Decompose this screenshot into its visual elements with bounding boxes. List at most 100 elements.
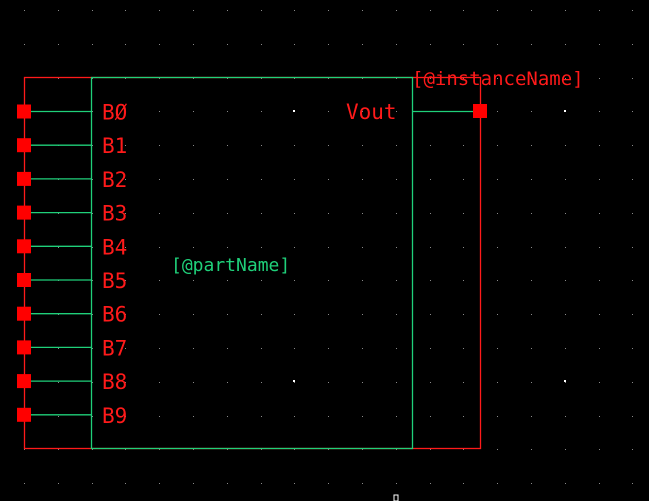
input-pin-b9[interactable]: B9 [17, 404, 127, 428]
grid-dot [430, 10, 431, 11]
input-pin-label: B6 [102, 303, 127, 327]
grid-dot [632, 10, 633, 11]
grid-dot [430, 145, 431, 146]
grid-dot [261, 449, 262, 450]
grid-dot [463, 78, 464, 79]
grid-dot [430, 247, 431, 248]
grid-dot [159, 348, 160, 349]
pin-square[interactable] [17, 239, 31, 254]
grid-dot [463, 314, 464, 315]
grid-dot [227, 78, 228, 79]
grid-dot [362, 449, 363, 450]
grid-dot [531, 111, 532, 112]
grid-dot [92, 44, 93, 45]
grid-dot [565, 145, 566, 146]
grid-dot [58, 382, 59, 383]
grid-dot [531, 348, 532, 349]
grid-dot [227, 111, 228, 112]
input-pin-b3[interactable]: B3 [17, 202, 127, 226]
grid-dot [531, 78, 532, 79]
grid-dot [632, 78, 633, 79]
grid-dot [362, 483, 363, 484]
grid-dot [92, 247, 93, 248]
grid-dot [125, 145, 126, 146]
grid-dot [92, 179, 93, 180]
grid-dot [632, 213, 633, 214]
pin-square[interactable] [17, 138, 31, 153]
grid-dot [362, 280, 363, 281]
grid-dot [125, 213, 126, 214]
grid-dot [430, 382, 431, 383]
grid-dot [261, 44, 262, 45]
grid-dot [159, 382, 160, 383]
symbol-body[interactable] [90, 76, 414, 450]
input-pin-b0[interactable]: BØ [17, 101, 128, 125]
grid-dot [328, 280, 329, 281]
grid-dot [396, 348, 397, 349]
input-pin-b7[interactable]: B7 [17, 336, 127, 360]
grid-dot [497, 179, 498, 180]
grid-dot [599, 449, 600, 450]
grid-dot [125, 416, 126, 417]
grid-dot [227, 314, 228, 315]
grid-dot [430, 179, 431, 180]
pin-square[interactable] [17, 171, 31, 186]
grid-dot [227, 483, 228, 484]
input-pin-label: B8 [102, 370, 127, 394]
grid-dot [159, 111, 160, 112]
grid-dot [261, 145, 262, 146]
pin-square[interactable] [17, 306, 31, 321]
pin-square[interactable] [17, 340, 31, 355]
pin-square[interactable] [17, 104, 31, 119]
instance-name-label: [@instanceName] [412, 68, 584, 90]
input-pin-b6[interactable]: B6 [17, 303, 127, 327]
grid-dot [58, 449, 59, 450]
pin-square[interactable] [17, 273, 31, 287]
grid-dot [632, 44, 633, 45]
input-pin-b1[interactable]: B1 [17, 134, 127, 158]
grid-dot [227, 348, 228, 349]
grid-dot [58, 314, 59, 315]
grid-dot [463, 10, 464, 11]
grid-dot [92, 10, 93, 11]
grid-dot [497, 145, 498, 146]
grid-dot [497, 111, 498, 112]
pin-square[interactable] [17, 374, 31, 389]
grid-dot [193, 78, 194, 79]
grid-dot [294, 314, 295, 315]
input-pin-b8[interactable]: B8 [17, 370, 127, 394]
grid-dot [362, 78, 363, 79]
pin-square[interactable] [17, 407, 31, 422]
grid-dot [328, 314, 329, 315]
grid-dot [565, 483, 566, 484]
grid-dot [328, 382, 329, 383]
grid-dot [599, 145, 600, 146]
output-pin-vout[interactable] [473, 104, 487, 118]
grid-dot [531, 416, 532, 417]
grid-dot [531, 145, 532, 146]
grid-dot [430, 78, 431, 79]
grid-dot [396, 111, 397, 112]
grid-dot [497, 483, 498, 484]
grid-dot [328, 44, 329, 45]
pin-square[interactable] [17, 205, 31, 220]
input-pin-b4[interactable]: B4 [17, 235, 127, 259]
grid-dot [261, 314, 262, 315]
grid-dot [497, 280, 498, 281]
grid-dot [328, 179, 329, 180]
grid-dot [632, 145, 633, 146]
grid-dot [261, 348, 262, 349]
grid-dot [294, 382, 295, 383]
grid-dot [430, 449, 431, 450]
input-pin-b5[interactable]: B5 [17, 269, 127, 293]
grid-dot [565, 416, 566, 417]
grid-dot [159, 247, 160, 248]
grid-dot [261, 280, 262, 281]
grid-dot [497, 416, 498, 417]
grid-dot [261, 213, 262, 214]
grid-dot [497, 213, 498, 214]
input-pin-b2[interactable]: B2 [17, 168, 127, 192]
grid-dot [362, 348, 363, 349]
grid-dot [497, 78, 498, 79]
